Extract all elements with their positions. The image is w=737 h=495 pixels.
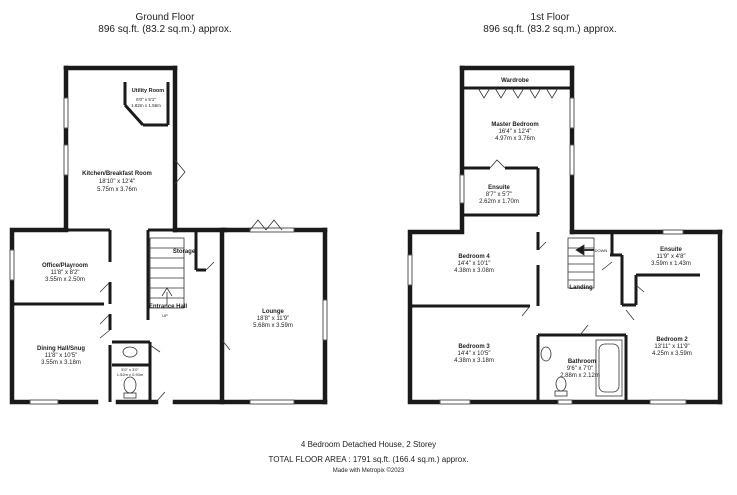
- first-floor-plan: [407, 65, 723, 405]
- dining-name: Dining Hall/Snug: [37, 346, 85, 352]
- ground-floor-title: Ground Floor: [135, 12, 195, 23]
- lounge-dim-imperial: 18'8" x 11'9": [257, 316, 289, 322]
- wc-dim-metric: 1.52m x 0.93m: [117, 372, 144, 377]
- bedroom3-dim-imperial: 14'4" x 10'5": [458, 351, 491, 357]
- lounge-dim-metric: 5.68m x 3.59m: [253, 323, 293, 329]
- utility-room-dim-imperial: 6'0" x 5'1": [136, 97, 156, 102]
- stairs-down-label: DOWN: [595, 248, 608, 253]
- storage-label: Storage: [173, 249, 196, 255]
- kitchen-dim-imperial: 18'10" x 12'4": [99, 179, 135, 185]
- ensuite1-dim-imperial: 8'7" x 5'7": [486, 192, 512, 198]
- master-bedroom-dim-metric: 4.97m x 3.76m: [495, 136, 535, 142]
- kitchen-dim-metric: 5.75m x 3.76m: [97, 187, 137, 193]
- bedroom4-dim-metric: 4.38m x 3.08m: [454, 268, 494, 274]
- lounge-name: Lounge: [262, 309, 284, 315]
- bedroom2-name: Bedroom 2: [656, 337, 688, 343]
- bedroom2-dim-metric: 4.25m x 3.59m: [652, 351, 692, 357]
- wardrobe-label: Wardrobe: [501, 78, 529, 84]
- utility-room-dim-metric: 1.82m x 1.56m: [131, 103, 161, 108]
- ground-wc-fixtures: [122, 346, 138, 399]
- bathroom-dim-imperial: 9'6" x 7'0": [567, 366, 593, 372]
- landing-label: Landing: [569, 285, 593, 291]
- ground-stairs: [149, 237, 185, 309]
- ground-floor-plan: [9, 65, 328, 405]
- ground-floor-area: 896 sq.ft. (83.2 sq.m.) approx.: [98, 24, 232, 35]
- first-stairs: [567, 237, 595, 289]
- ground-internal-walls: [12, 82, 206, 402]
- wc-dim-imperial: 5'0" x 3'0": [121, 367, 139, 372]
- total-floor-area: TOTAL FLOOR AREA : 1791 sq.ft. (166.4 sq…: [268, 455, 469, 464]
- dining-dim-imperial: 11'8" x 10'5": [45, 353, 77, 359]
- stairs-up-label: UP: [162, 313, 168, 318]
- entrance-hall-label: Entrance Hall: [149, 304, 188, 310]
- ensuite2-name: Ensuite: [660, 247, 682, 253]
- property-description: 4 Bedroom Detached House, 2 Storey: [300, 440, 437, 449]
- bedroom4-name: Bedroom 4: [458, 254, 490, 260]
- first-floor-header: 1st Floor 896 sq.ft. (83.2 sq.m.) approx…: [435, 12, 665, 36]
- master-bedroom-name: Master Bedroom: [491, 122, 538, 128]
- bathroom-name: Bathroom: [568, 359, 596, 365]
- wardrobe-doors: [477, 87, 645, 336]
- office-dim-metric: 3.55m x 2.50m: [45, 277, 85, 283]
- master-bedroom-dim-imperial: 16'4" x 12'4": [499, 129, 532, 135]
- bedroom4-dim-imperial: 14'4" x 10'1": [458, 261, 491, 267]
- bedroom3-dim-metric: 4.38m x 3.18m: [454, 358, 494, 364]
- first-floor-area: 896 sq.ft. (83.2 sq.m.) approx.: [483, 24, 617, 35]
- utility-room-name: Utility Room: [132, 88, 164, 94]
- bedroom3-name: Bedroom 3: [458, 344, 490, 350]
- ensuite2-dim-imperial: 11'9" x 4'8": [656, 254, 685, 260]
- ground-doors: [99, 159, 283, 403]
- ensuite1-dim-metric: 2.62m x 1.70m: [479, 199, 519, 205]
- bathroom-fixtures: [540, 339, 623, 397]
- first-internal-walls: [412, 86, 700, 400]
- first-floor-title: 1st Floor: [530, 12, 570, 23]
- first-windows: [407, 97, 687, 405]
- dining-dim-metric: 3.55m x 3.18m: [41, 360, 81, 366]
- ground-floor-header: Ground Floor 896 sq.ft. (83.2 sq.m.) app…: [60, 12, 270, 36]
- bathroom-dim-metric: 2.88m x 2.12m: [560, 373, 600, 379]
- ensuite2-dim-metric: 3.59m x 1.43m: [651, 261, 691, 267]
- bedroom2-dim-imperial: 13'11" x 11'9": [654, 344, 689, 350]
- office-dim-imperial: 11'8" x 8'2": [50, 270, 79, 276]
- ensuite1-name: Ensuite: [488, 185, 510, 191]
- office-name: Office/Playroom: [42, 263, 88, 269]
- kitchen-name: Kitchen/Breakfast Room: [82, 171, 152, 177]
- credit: Made with Metropix ©2023: [332, 468, 405, 474]
